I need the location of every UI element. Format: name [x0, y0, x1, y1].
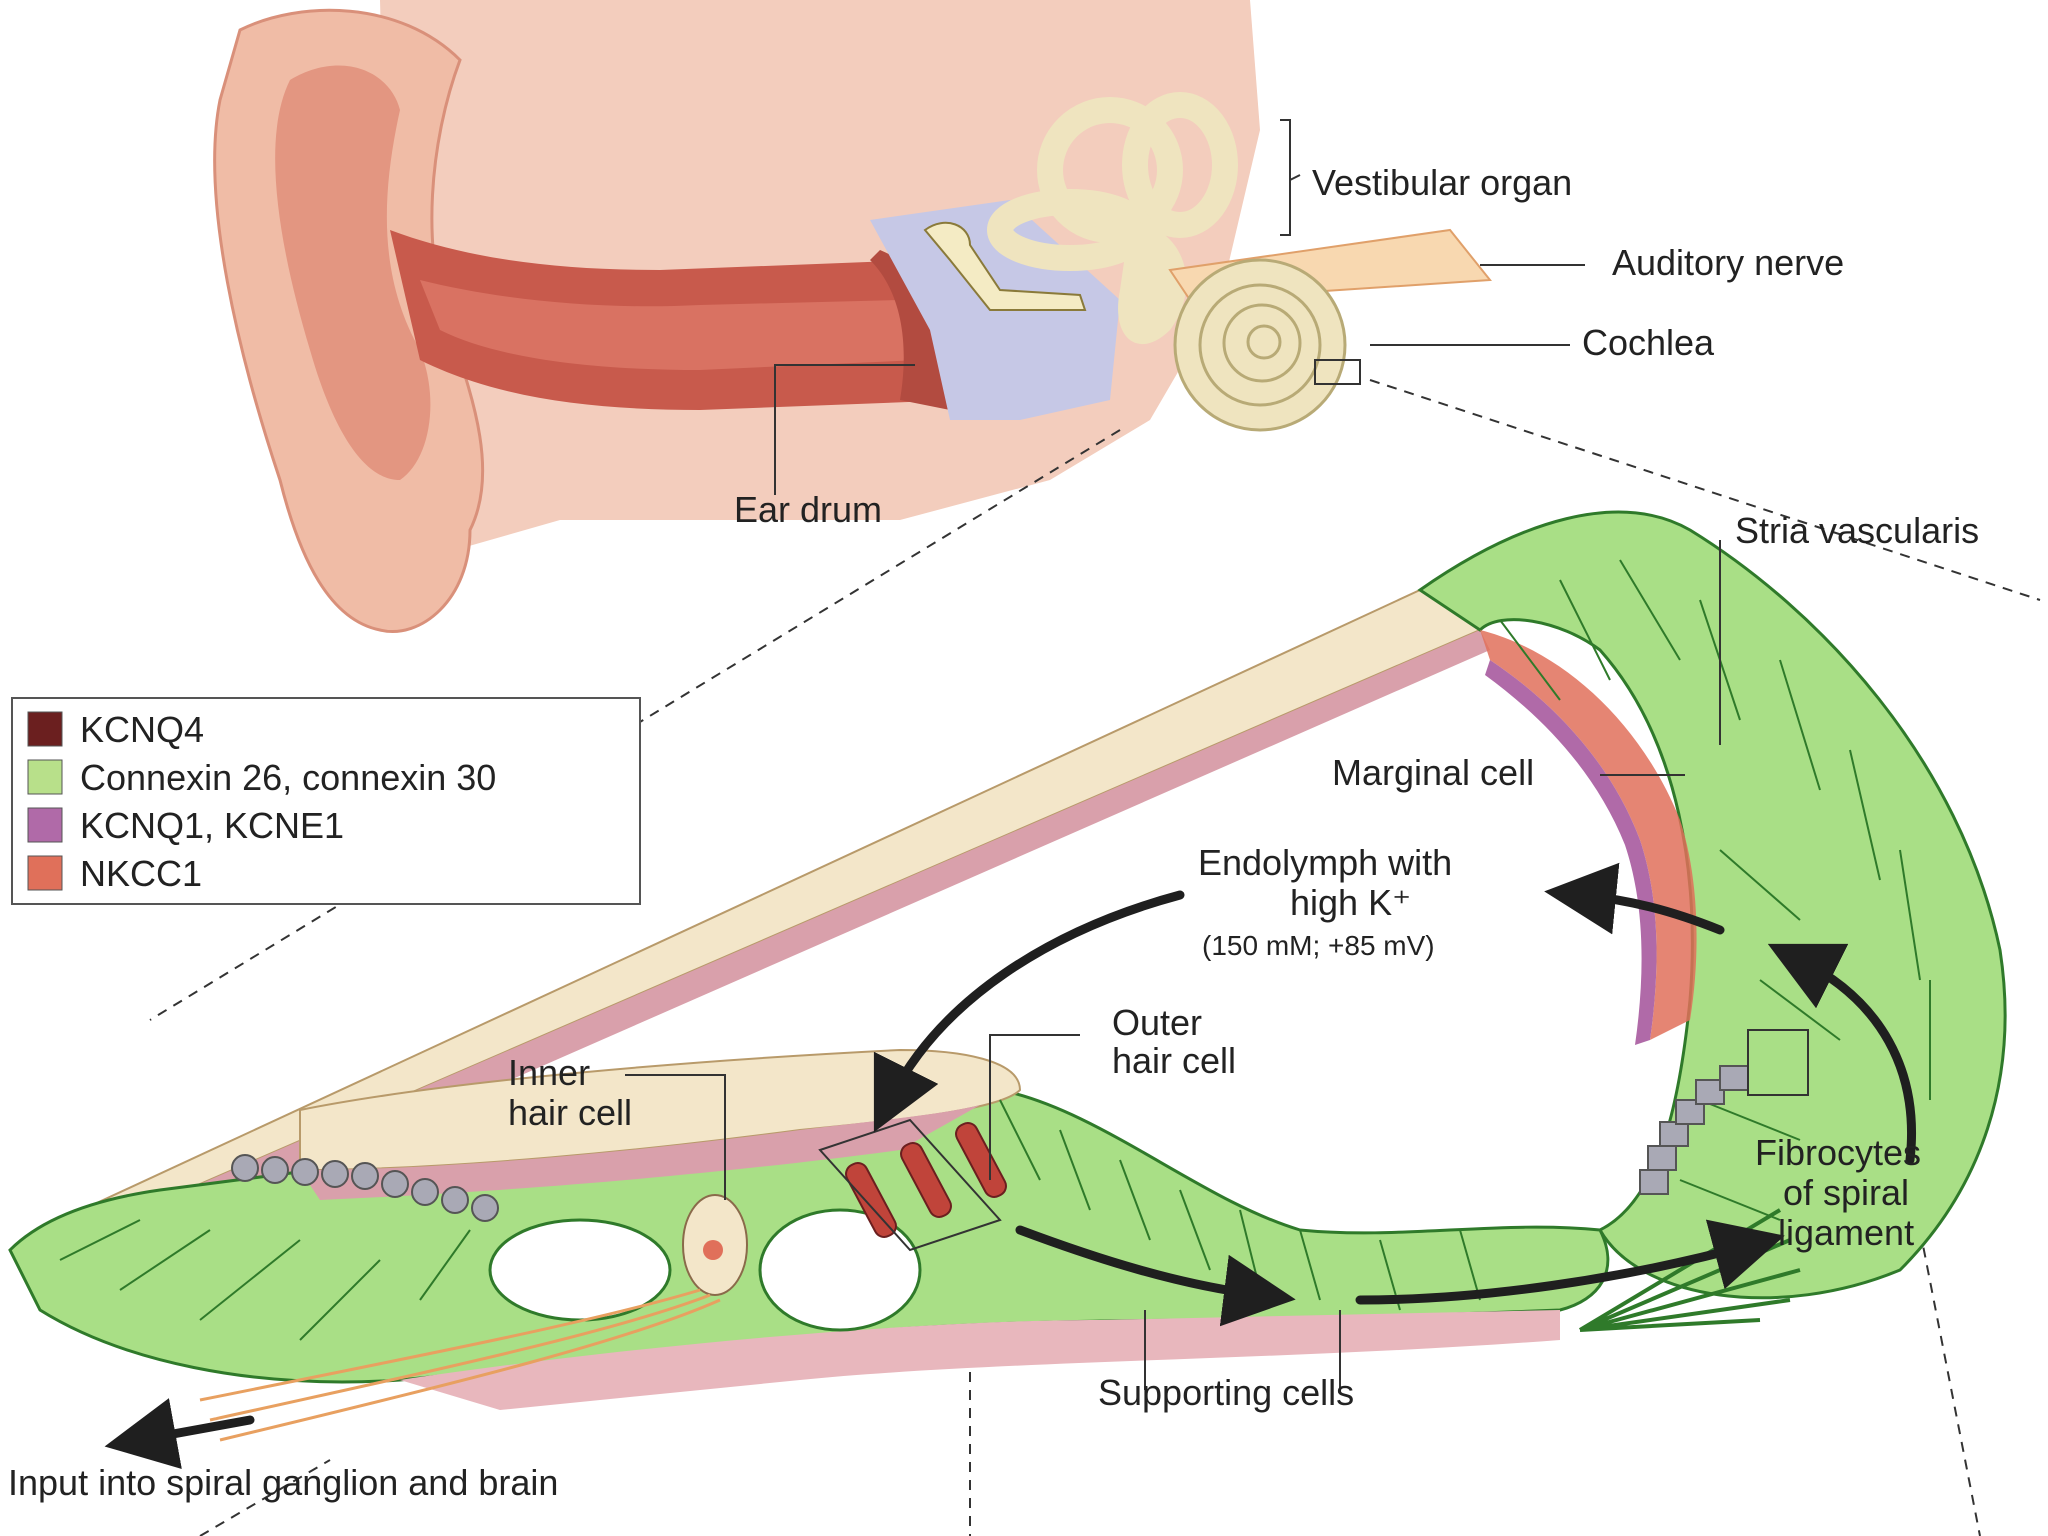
- label-fibrocytes-1: Fibrocytes: [1755, 1132, 1921, 1173]
- label-stria-vascularis: Stria vascularis: [1735, 510, 1979, 551]
- tissue-cell-lines: [59, 559, 1931, 1341]
- label-auditory-nerve: Auditory nerve: [1612, 242, 1844, 283]
- label-cochlea: Cochlea: [1582, 322, 1715, 363]
- semicircular-canal-2: [1122, 92, 1238, 238]
- inner-ear-illustration: [987, 92, 1492, 432]
- marginal-cell-box: [1747, 1029, 1809, 1096]
- legend-swatch-kcnq4: [27, 711, 63, 747]
- arrow-up-ligament: [1767, 943, 1916, 1165]
- arrow-through-supporting-2: [1355, 1219, 1785, 1305]
- semicircular-canal-1: [1037, 97, 1183, 243]
- pinna-inner: [275, 65, 431, 481]
- label-vestibular-organ: Vestibular organ: [1312, 162, 1572, 203]
- label-spiral-ganglion: Input into spiral ganglion and brain: [8, 1462, 558, 1503]
- label-endolymph-3: (150 mM; +85 mV): [1202, 930, 1435, 961]
- ossicle: [923, 221, 1087, 311]
- arrow-through-supporting-1: [1015, 1225, 1296, 1327]
- label-ear-drum: Ear drum: [734, 489, 882, 530]
- tectorial-membrane: [299, 1048, 1022, 1172]
- tunnel-space: [758, 1208, 922, 1332]
- label-inner-hair-cell-2: hair cell: [508, 1092, 632, 1133]
- potassium-flow-arrows: [104, 862, 1916, 1469]
- label-endolymph-2: high K⁺: [1290, 882, 1411, 923]
- fibrocyte-fibers: [1578, 1208, 1801, 1332]
- basement-layer: [400, 1310, 1560, 1410]
- label-outer-hair-cell-1: Outer: [1112, 1002, 1202, 1043]
- legend-swatch-connexin: [27, 759, 63, 795]
- label-inner-hair-cell-1: Inner: [508, 1052, 590, 1093]
- legend: KCNQ4 Connexin 26, connexin 30 KCNQ1, KC…: [11, 697, 641, 905]
- cochlea-inset-box: [1314, 359, 1361, 385]
- arrow-to-brain: [104, 1398, 255, 1469]
- ear-canal-highlight: [420, 280, 920, 370]
- gray-cells-left: [231, 1154, 499, 1222]
- arrow-into-endolymph: [1544, 862, 1725, 935]
- cochlear-duct-section: [8, 510, 2007, 1442]
- zoom-line-bottom-2: [1919, 1229, 1981, 1536]
- outer-hair-cells: [845, 1122, 1007, 1238]
- label-outer-hair-cell-2: hair cell: [1112, 1040, 1236, 1081]
- stria-vascularis-band: [1480, 630, 1697, 1040]
- label-endolymph-1: Endolymph with: [1198, 842, 1452, 883]
- zoom-line-right: [1369, 379, 2041, 601]
- labels: Vestibular organ Auditory nerve Cochlea …: [8, 162, 1979, 1503]
- legend-label-connexin: Connexin 26, connexin 30: [80, 757, 496, 798]
- legend-label-kcnq1: KCNQ1, KCNE1: [80, 805, 344, 846]
- spiral-ligament: [1417, 510, 2007, 1300]
- vestibule: [1118, 220, 1187, 345]
- reissner-membrane-underside: [140, 630, 1490, 1225]
- inner-hair-cell-nucleus: [703, 1240, 723, 1260]
- legend-box: [11, 697, 641, 905]
- legend-swatch-nkcc1: [27, 855, 63, 891]
- leader-lines: [625, 119, 1721, 1390]
- outer-ear-illustration: [213, 0, 1260, 633]
- legend-label-kcnq4: KCNQ4: [80, 709, 204, 750]
- label-supporting-cells: Supporting cells: [1098, 1372, 1354, 1413]
- ear-drum-shape: [870, 250, 952, 410]
- legend-label-nkcc1: NKCC1: [80, 853, 202, 894]
- zoom-line-bottom-3: [199, 1459, 331, 1536]
- tectorial-membrane-underside: [300, 1105, 980, 1200]
- legend-swatch-kcnq1: [27, 807, 63, 843]
- label-fibrocytes-3: ligament: [1778, 1212, 1914, 1253]
- arrow-to-hair-cells: [873, 890, 1185, 1133]
- label-marginal-cell: Marginal cell: [1332, 752, 1534, 793]
- gray-cells-right: [1639, 1065, 1749, 1195]
- cochlea-spiral: [1173, 258, 1347, 432]
- marginal-cell-layer: [1485, 660, 1657, 1045]
- label-fibrocytes-2: of spiral: [1783, 1172, 1909, 1213]
- nerve-fibers: [199, 1288, 721, 1442]
